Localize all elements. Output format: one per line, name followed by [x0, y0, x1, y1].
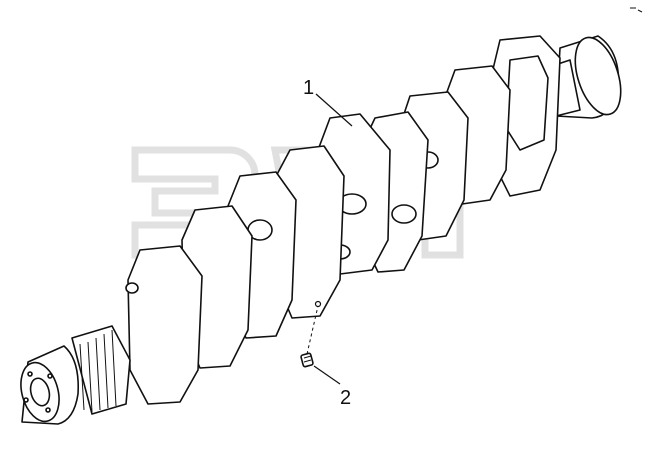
crank-web-9 [125, 245, 203, 405]
callout-2: 2 [340, 387, 351, 409]
callout-1: 1 [303, 77, 314, 99]
crankshaft [20, 35, 622, 425]
leader-line-1 [315, 93, 353, 127]
leader-line-2 [313, 365, 341, 385]
front-gear [71, 325, 131, 415]
plug-part [300, 300, 322, 368]
front-hub [20, 345, 80, 425]
corner-mark [630, 7, 643, 13]
